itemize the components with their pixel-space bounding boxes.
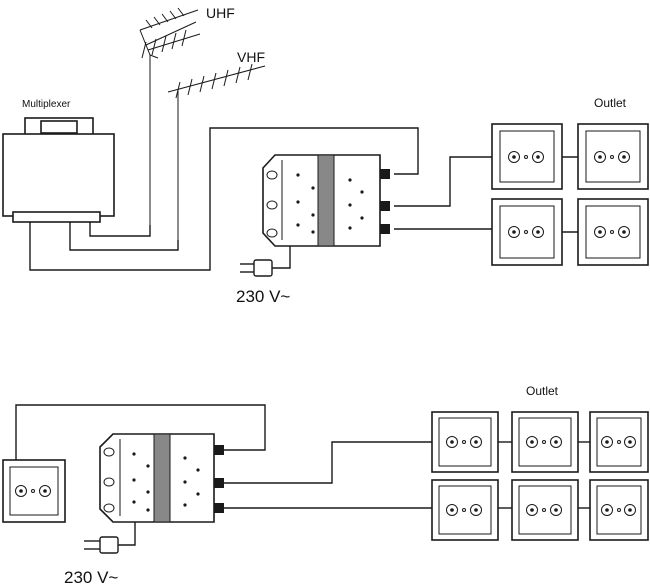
outlet-bottom-3	[589, 411, 649, 473]
multiplexer-label: Multiplexer	[22, 99, 71, 110]
amplifier-top	[262, 154, 390, 247]
multiplexer-box	[2, 117, 115, 223]
power-label-top: 230 V~	[236, 287, 290, 306]
top-diagram: UHF VHF Multiplexer	[2, 5, 649, 306]
source-outlet	[2, 459, 66, 523]
outlet-bottom-5	[511, 479, 579, 541]
outlet-bottom-2	[511, 411, 579, 473]
power-plug-top-icon	[240, 259, 273, 277]
uhf-antenna-icon	[139, 7, 201, 225]
uhf-label: UHF	[206, 5, 235, 21]
top-wires	[29, 127, 582, 271]
outlet-bottom-6	[589, 479, 649, 541]
outlet-bottom-4	[431, 479, 499, 541]
bottom-diagram: 230 V~ Outlet	[2, 384, 649, 587]
outlet-top-1	[491, 123, 563, 190]
power-label-bottom: 230 V~	[64, 568, 118, 587]
outlet-label-bottom: Outlet	[526, 384, 559, 398]
outlet-top-3	[491, 198, 563, 266]
vhf-label: VHF	[237, 49, 265, 65]
outlet-top-4	[577, 198, 649, 266]
outlet-label-top: Outlet	[594, 96, 627, 110]
bottom-wires	[15, 404, 590, 546]
outlet-top-2	[577, 123, 649, 190]
vhf-antenna-icon	[167, 63, 266, 240]
amplifier-bottom	[99, 433, 224, 523]
power-plug-bottom-icon	[84, 536, 119, 554]
outlet-bottom-1	[431, 411, 499, 473]
